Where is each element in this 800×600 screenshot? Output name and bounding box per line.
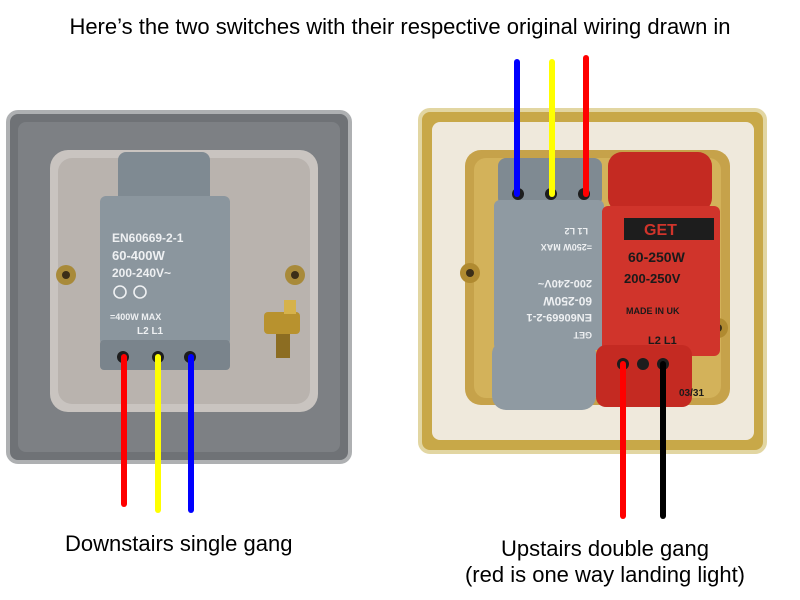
- caption-downstairs: Downstairs single gang: [65, 531, 293, 556]
- left-dimmer-standard: EN60669-2-1: [112, 231, 184, 245]
- caption-upstairs-line2: (red is one way landing light): [464, 562, 746, 587]
- right-grey-dimmer-voltage: 200-240V~: [537, 277, 592, 289]
- left-dimmer-module: EN60669-2-1 60-400W 200-240V~ =400W MAX …: [100, 152, 230, 370]
- caption-upstairs-line1: Upstairs double gang: [501, 536, 709, 561]
- right-red-dimmer-wattage: 60-250W: [628, 249, 686, 265]
- right-switch-plate: GET EN60669-2-1 60-250W 200-240V~ =250W …: [418, 108, 767, 454]
- left-dimmer-terminals: L2 L1: [137, 326, 164, 337]
- wiring-overlay: [121, 55, 666, 519]
- lamp-icon: [113, 285, 147, 299]
- right-red-dimmer-brand: GET: [644, 222, 677, 239]
- right-grey-dimmer-terminals: L1 L2: [564, 226, 588, 236]
- right-grey-dimmer-brand: GET: [573, 330, 592, 340]
- caption-upstairs: Upstairs double gang (red is one way lan…: [430, 536, 780, 588]
- image-title: Here’s the two switches with their respe…: [69, 14, 731, 39]
- right-red-dimmer-made-in: MADE IN UK: [626, 306, 680, 316]
- right-grey-dimmer-wattage: 60-250W: [543, 294, 592, 308]
- right-grey-dimmer-max: =250W MAX: [541, 242, 592, 252]
- right-red-dimmer-terminals: L2 L1: [648, 335, 677, 347]
- right-grey-dimmer-module: GET EN60669-2-1 60-250W 200-240V~ =250W …: [492, 158, 604, 410]
- right-red-dimmer-voltage: 200-250V: [624, 271, 681, 286]
- left-switch-plate: EN60669-2-1 60-400W 200-240V~ =400W MAX …: [6, 110, 352, 464]
- left-dimmer-wattage: 60-400W: [112, 248, 165, 263]
- left-dimmer-voltage: 200-240V~: [112, 266, 171, 280]
- right-grey-dimmer-standard: EN60669-2-1: [527, 311, 592, 323]
- red-dimmer-logo-badge: [624, 218, 714, 240]
- right-red-dimmer-date: 03/31: [679, 388, 704, 399]
- earth-terminal-icon: [264, 300, 300, 358]
- left-dimmer-max: =400W MAX: [110, 312, 161, 322]
